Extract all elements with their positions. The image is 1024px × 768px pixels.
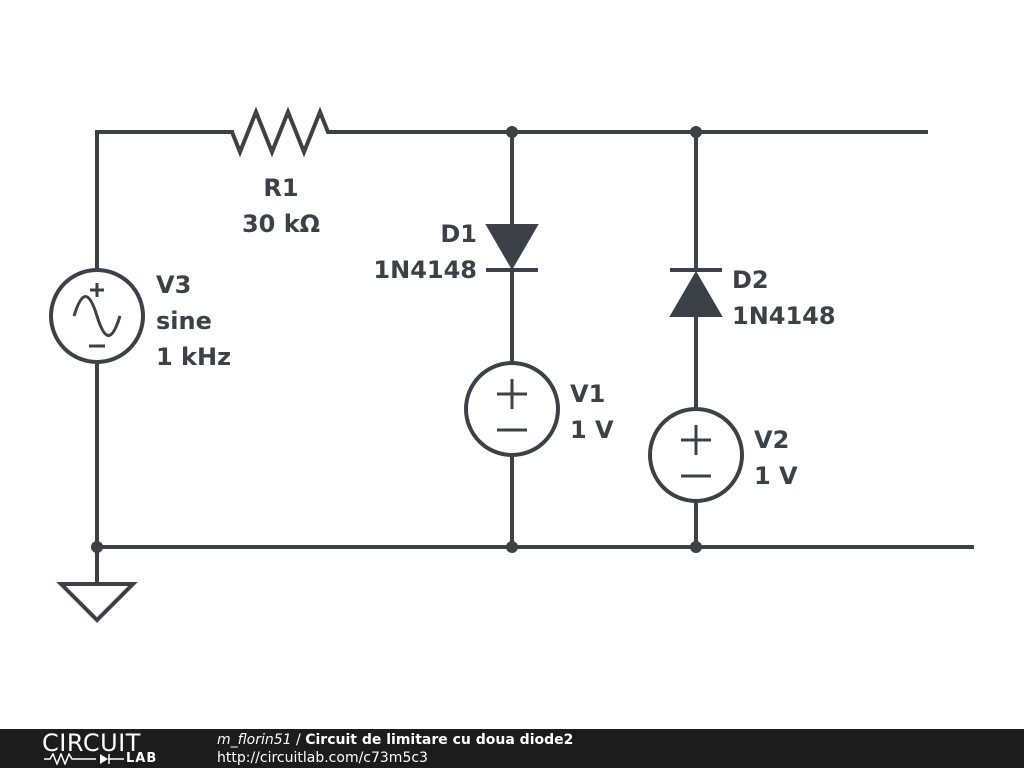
footer-title[interactable]: Circuit de limitare cu doua diode2	[305, 732, 574, 748]
logo-circuit-text: CIRCUIT	[42, 729, 141, 757]
v3-ref-label: V3	[156, 271, 191, 299]
footer-separator: /	[291, 732, 306, 748]
junction-top-d1	[506, 126, 518, 138]
d1-ref-label: D1	[440, 220, 477, 248]
junction-bottom-v1	[506, 541, 518, 553]
junction-bottom-left	[91, 541, 103, 553]
v3-type-label: sine	[156, 307, 212, 335]
source-v3-symbol[interactable]	[49, 268, 145, 364]
v1-ref-label: V1	[570, 380, 605, 408]
footer-url-link[interactable]: http://circuitlab.com/c73m5c3	[217, 750, 428, 766]
d1-part-label: 1N4148	[373, 256, 477, 284]
resistor-r1-symbol[interactable]	[230, 106, 332, 158]
ground-symbol[interactable]	[56, 582, 138, 623]
junction-top-d2	[690, 126, 702, 138]
logo-circuit-icon	[44, 753, 124, 765]
footer-author[interactable]: m_florin51	[217, 732, 292, 748]
v2-value-label: 1 V	[754, 462, 798, 490]
logo-lab-text: LAB	[126, 751, 158, 766]
d2-ref-label: D2	[732, 266, 769, 294]
footer-bar: CIRCUIT LAB m_florin51 / Circuit de limi…	[0, 729, 1024, 768]
v3-freq-label: 1 kHz	[156, 343, 231, 371]
r1-value-label: 30 kΩ	[242, 210, 320, 238]
diode-d1-symbol[interactable]	[485, 224, 539, 272]
v2-ref-label: V2	[754, 426, 789, 454]
source-v2-symbol[interactable]	[648, 407, 744, 503]
v1-value-label: 1 V	[570, 416, 614, 444]
source-v1-symbol[interactable]	[464, 361, 560, 457]
d2-part-label: 1N4148	[732, 302, 836, 330]
footer-credit: m_florin51 / Circuit de limitare cu doua…	[217, 731, 573, 749]
r1-ref-label: R1	[263, 174, 298, 202]
diode-d2-symbol[interactable]	[669, 268, 723, 317]
junction-bottom-v2	[690, 541, 702, 553]
